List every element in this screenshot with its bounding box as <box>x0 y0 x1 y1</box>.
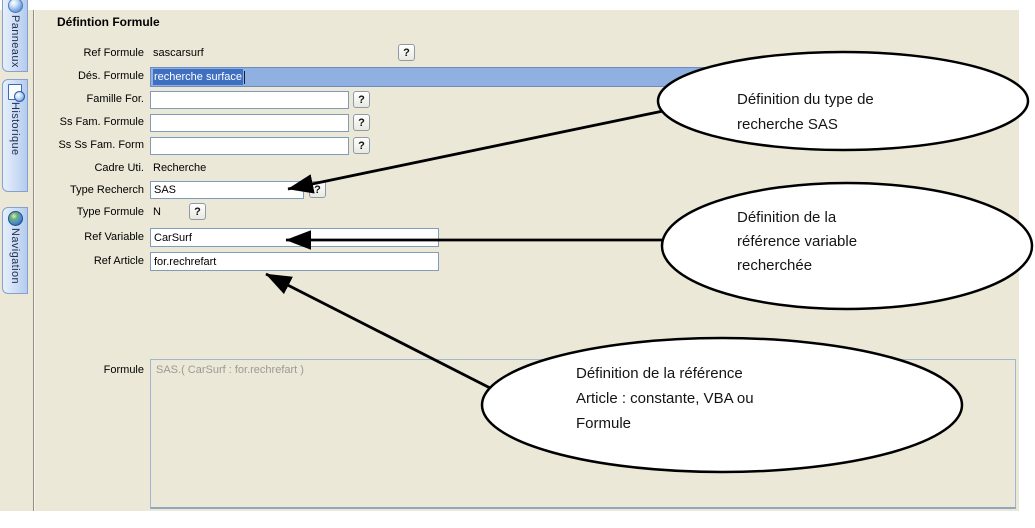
des-formule-label: Dés. Formule <box>77 70 144 82</box>
type-formule-help-button[interactable]: ? <box>189 203 206 220</box>
cadre-uti-value: Recherche <box>153 162 207 174</box>
sidebar-tab-historique[interactable]: Historique <box>2 79 28 192</box>
sidebar-tab-panneaux[interactable]: Panneaux <box>2 0 28 72</box>
ref-formule-help-button[interactable]: ? <box>398 44 415 61</box>
sidebar-tab-label: Panneaux <box>9 15 21 68</box>
type-formule-value: N <box>153 206 161 218</box>
ss-ss-fam-form-help-button[interactable]: ? <box>353 137 370 154</box>
formule-textarea[interactable]: SAS.( CarSurf : for.rechrefart ) <box>150 359 1016 509</box>
ss-fam-formule-field[interactable] <box>150 114 349 132</box>
form-title: Défintion Formule <box>57 15 160 29</box>
sidebar-separator <box>33 10 34 511</box>
ref-formule-label: Ref Formule <box>83 47 144 59</box>
selected-text: recherche surface <box>153 69 244 85</box>
formule-label: Formule <box>103 364 144 376</box>
text-caret <box>244 70 246 84</box>
famille-for-field[interactable] <box>150 91 349 109</box>
famille-for-label: Famille For. <box>86 93 144 105</box>
globe-icon <box>7 211 23 226</box>
ref-formule-value: sascarsurf <box>153 47 204 59</box>
ss-fam-formule-help-button[interactable]: ? <box>353 114 370 131</box>
famille-for-help-button[interactable]: ? <box>353 91 370 108</box>
sidebar-separator-highlight <box>34 10 35 511</box>
type-recherch-field[interactable] <box>150 181 304 199</box>
cadre-uti-label: Cadre Uti. <box>94 162 144 174</box>
des-formule-field[interactable]: recherche surface <box>150 67 740 87</box>
ss-ss-fam-form-field[interactable] <box>150 137 349 155</box>
sidebar-tab-label: Navigation <box>9 228 21 284</box>
ss-ss-fam-form-label: Ss Ss Fam. Form <box>58 139 144 151</box>
type-recherch-label: Type Recherch <box>70 184 144 196</box>
type-formule-label: Type Formule <box>76 206 144 218</box>
ref-variable-label: Ref Variable <box>84 231 144 243</box>
ref-article-field[interactable] <box>150 252 439 271</box>
ref-article-label: Ref Article <box>93 255 144 267</box>
history-page-clock-icon <box>8 84 25 102</box>
sidebar-tab-navigation[interactable]: Navigation <box>2 207 28 294</box>
sidebar-tab-label: Historique <box>9 102 21 156</box>
ref-variable-field[interactable] <box>150 228 439 247</box>
ss-fam-formule-label: Ss Fam. Formule <box>59 116 144 128</box>
type-recherch-help-button[interactable]: ? <box>309 181 326 198</box>
panel-sphere-icon <box>7 0 23 13</box>
